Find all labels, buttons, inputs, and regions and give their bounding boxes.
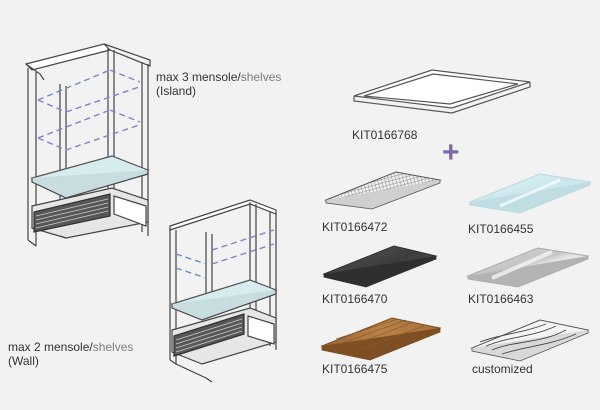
kit-dark-glass-panel: [322, 245, 438, 288]
kit-label-frame: KIT0166768: [352, 128, 418, 142]
plus-icon: +: [442, 136, 460, 169]
kit-frame-outline: [353, 69, 531, 114]
kit-label-frosted-glass: KIT0166463: [468, 292, 534, 306]
wall-caption-shelves: shelves: [92, 340, 134, 354]
kit-frosted-glass-panel: [466, 247, 590, 288]
island-shelf-guides: [37, 69, 143, 151]
wall-caption-type: (Wall): [8, 354, 39, 368]
kit-label-clear-glass: KIT0166455: [468, 222, 534, 236]
island-caption-type: (Island): [156, 84, 197, 98]
island-caption: max 3 mensole/shelves (Island): [156, 70, 281, 98]
island-caption-shelves: shelves: [240, 70, 282, 84]
island-caption-mensole: max 3 mensole/: [156, 70, 241, 84]
wall-caption-mensole: max 2 mensole/: [8, 340, 93, 354]
kit-label-mesh: KIT0166472: [322, 220, 388, 234]
kit-clear-glass-panel: [468, 173, 592, 214]
wall-shelf-guides: [175, 229, 275, 279]
island-shelf-unit: [24, 43, 151, 247]
kit-label-dark-glass: KIT0166470: [322, 292, 388, 306]
kit-label-custom: customized: [472, 362, 533, 376]
kit-mesh-panel: [324, 171, 442, 210]
kit-custom-panel: [470, 319, 590, 362]
kit-label-wood: KIT0166475: [322, 362, 388, 376]
wall-caption: max 2 mensole/shelves (Wall): [8, 340, 133, 368]
wall-shelf-unit: [169, 199, 278, 383]
kit-wood-panel: [320, 317, 442, 361]
